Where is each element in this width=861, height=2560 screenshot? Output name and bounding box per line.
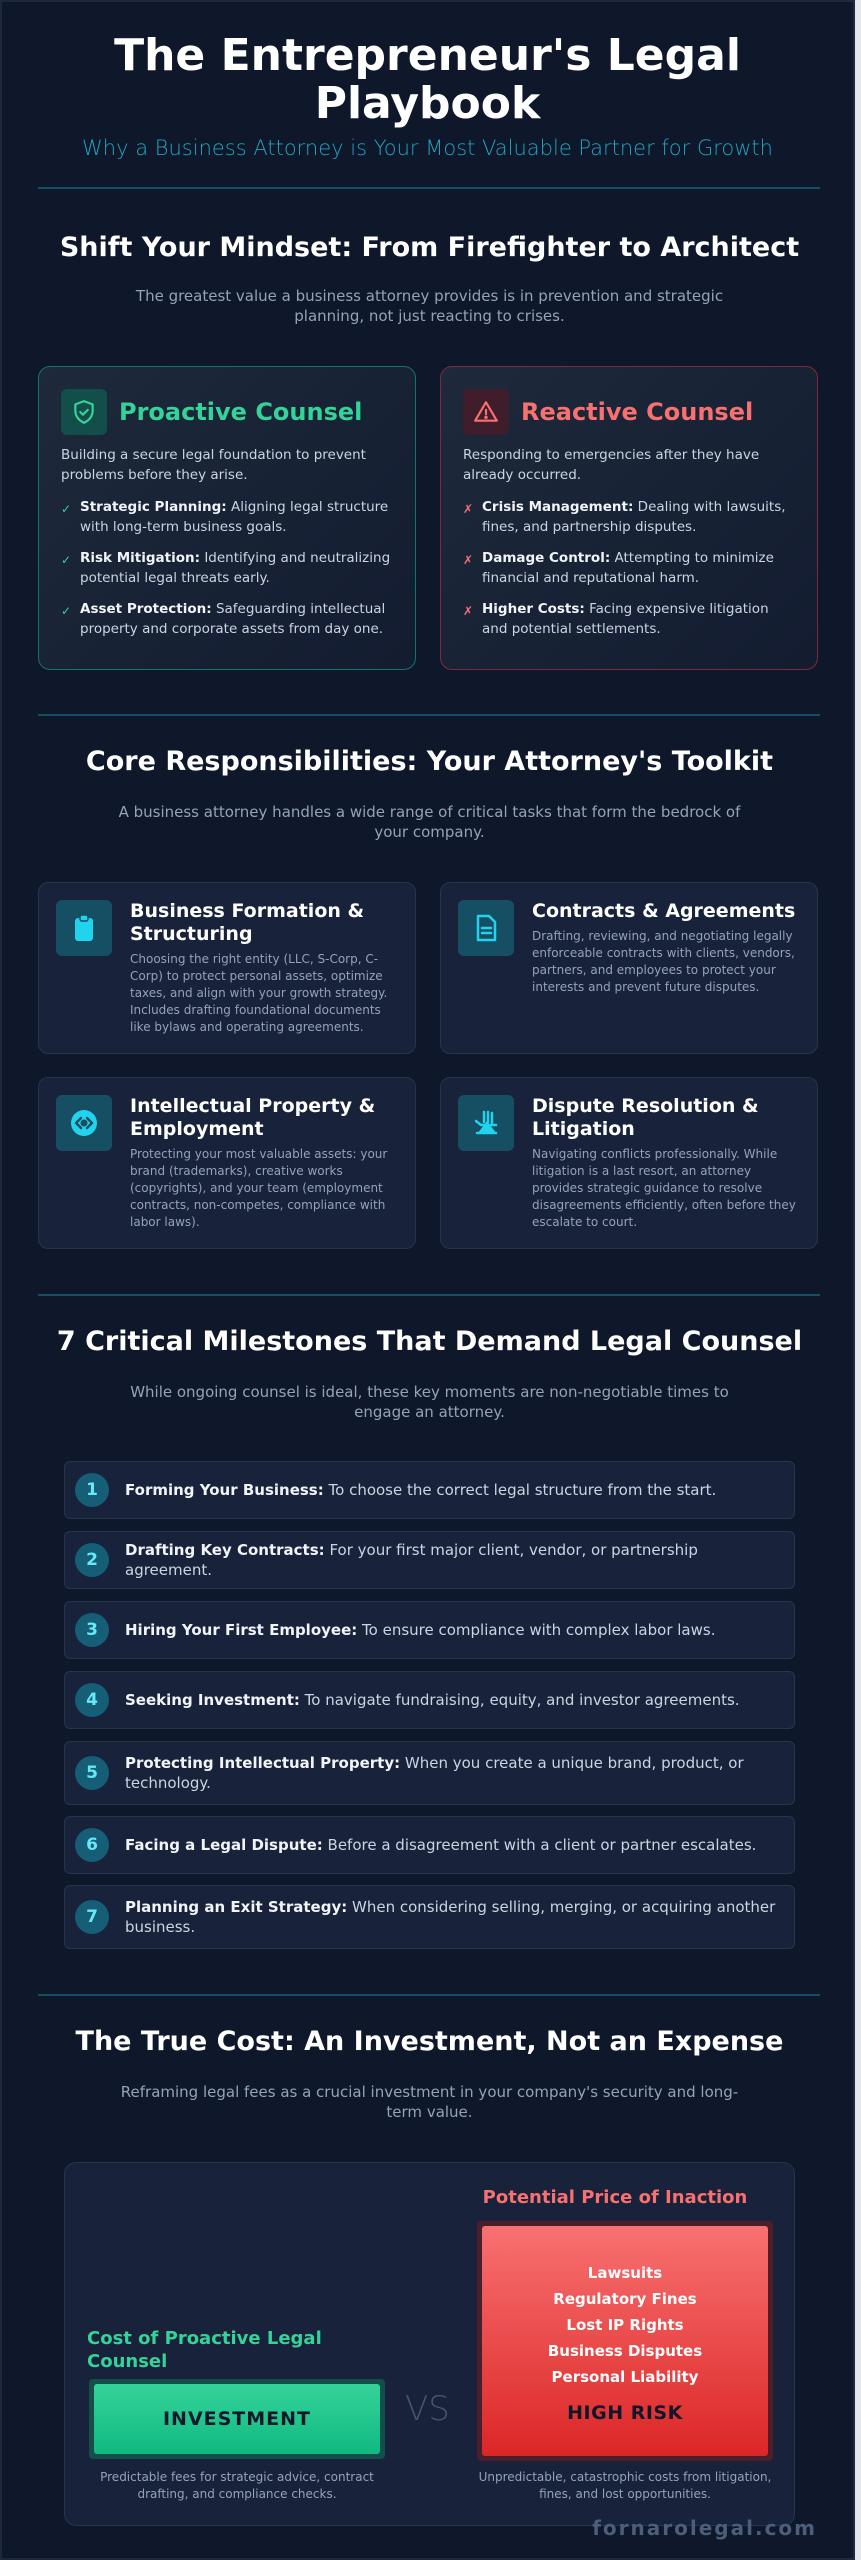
cross-icon: ✗ [463, 502, 474, 516]
inaction-note: Unpredictable, catastrophic costs from l… [478, 2470, 772, 2501]
high-risk-label: HIGH RISK [567, 2402, 683, 2424]
toolkit-card-description: Choosing the right entity (LLC, S-Corp, … [130, 952, 388, 1034]
investment-note: Predictable fees for strategic advice, c… [100, 2470, 374, 2501]
vs-label: VS [405, 2389, 450, 2429]
reactive-list: ✗Crisis Management: Dealing with lawsuit… [463, 497, 795, 639]
milestone-number: 7 [75, 1900, 109, 1934]
toolkit-card-description: Drafting, reviewing, and negotiating leg… [532, 929, 795, 994]
inaction-title: Potential Price of Inaction [482, 2187, 748, 2208]
risk-item: Lost IP Rights [566, 2316, 684, 2334]
toolkit-card-ip: Intellectual Property & Employment Prote… [38, 1077, 416, 1249]
milestones-subtitle: While ongoing counsel is ideal, these ke… [130, 1383, 729, 1421]
milestone-item: 1 Forming Your Business: To choose the c… [64, 1461, 795, 1519]
toolkit-card-description: Navigating conflicts professionally. Whi… [532, 1147, 796, 1229]
investment-label: INVESTMENT [94, 2384, 380, 2454]
milestones-title: 7 Critical Milestones That Demand Legal … [56, 1326, 803, 1357]
toolkit-card-title: Intellectual Property & Employment [130, 1095, 376, 1140]
proactive-list: ✓Strategic Planning: Aligning legal stru… [61, 497, 393, 639]
cross-icon: ✗ [463, 604, 474, 618]
cost-comparison: Cost of Proactive Legal Counsel INVESTME… [64, 2162, 795, 2526]
list-item: ✗Damage Control: Attempting to minimize … [463, 550, 774, 586]
milestone-number: 1 [75, 1473, 109, 1507]
reactive-counsel-card: Reactive Counsel Responding to emergenci… [440, 366, 818, 670]
header: The Entrepreneur's Legal Playbook Why a … [2, 2, 853, 161]
proactive-cost-title: Cost of Proactive Legal Counsel [87, 2328, 322, 2372]
clipboard-icon [56, 900, 112, 956]
mindset-subtitle: The greatest value a business attorney p… [135, 287, 724, 325]
risk-item: Business Disputes [547, 2342, 703, 2360]
milestone-item: 2 Drafting Key Contracts: For your first… [64, 1531, 795, 1589]
milestone-number: 6 [75, 1828, 109, 1862]
section-divider [38, 1994, 820, 1996]
toolkit-card-description: Protecting your most valuable assets: yo… [130, 1147, 388, 1229]
cost-title: The True Cost: An Investment, Not an Exp… [75, 2026, 784, 2057]
document-icon [458, 900, 514, 956]
risk-item: Regulatory Fines [553, 2290, 697, 2308]
milestone-number: 3 [75, 1613, 109, 1647]
toolkit-card-formation: Business Formation & Structuring Choosin… [38, 882, 416, 1054]
section-divider [38, 1294, 820, 1296]
gavel-hand-icon [458, 1095, 514, 1151]
risk-bar: Lawsuits Regulatory Fines Lost IP Rights… [477, 2221, 773, 2461]
proactive-description: Building a secure legal foundation to pr… [61, 447, 366, 483]
proactive-counsel-card: Proactive Counsel Building a secure lega… [38, 366, 416, 670]
cost-subtitle: Reframing legal fees as a crucial invest… [120, 2083, 739, 2121]
reactive-title: Reactive Counsel [521, 398, 754, 426]
list-item: ✓Strategic Planning: Aligning legal stru… [61, 499, 389, 535]
milestone-item: 3 Hiring Your First Employee: To ensure … [64, 1601, 795, 1659]
cross-icon: ✗ [463, 553, 474, 567]
reactive-description: Responding to emergencies after they hav… [463, 447, 760, 483]
investment-bar: INVESTMENT [89, 2379, 385, 2459]
toolkit-card-contracts: Contracts & Agreements Drafting, reviewi… [440, 882, 818, 1054]
check-icon: ✓ [61, 553, 72, 567]
milestone-number: 5 [75, 1756, 109, 1790]
list-item: ✓Risk Mitigation: Identifying and neutra… [61, 550, 391, 586]
warning-triangle-icon [463, 389, 509, 435]
toolkit-card-dispute: Dispute Resolution & Litigation Navigati… [440, 1077, 818, 1249]
page-title: The Entrepreneur's Legal Playbook [114, 30, 741, 129]
shield-check-icon [61, 389, 107, 435]
milestone-item: 4 Seeking Investment: To navigate fundra… [64, 1671, 795, 1729]
milestone-item: 6 Facing a Legal Dispute: Before a disag… [64, 1816, 795, 1874]
section-divider [38, 714, 820, 716]
mindset-title: Shift Your Mindset: From Firefighter to … [59, 232, 800, 263]
risk-item: Personal Liability [551, 2368, 699, 2386]
list-item: ✗Crisis Management: Dealing with lawsuit… [463, 499, 786, 535]
milestone-item: 7 Planning an Exit Strategy: When consid… [64, 1885, 795, 1949]
milestone-number: 4 [75, 1683, 109, 1717]
check-icon: ✓ [61, 604, 72, 618]
milestone-number: 2 [75, 1543, 109, 1577]
milestone-item: 5 Protecting Intellectual Property: When… [64, 1741, 795, 1805]
toolkit-card-title: Business Formation & Structuring [130, 900, 365, 945]
list-item: ✗Higher Costs: Facing expensive litigati… [463, 601, 769, 637]
toolkit-title: Core Responsibilities: Your Attorney's T… [85, 746, 774, 777]
footer-brand: fornarolegal.com [592, 2516, 817, 2540]
section-divider [38, 187, 820, 189]
page-subtitle: Why a Business Attorney is Your Most Val… [82, 136, 773, 160]
check-icon: ✓ [61, 502, 72, 516]
ip-eye-icon [56, 1095, 112, 1151]
risk-item: Lawsuits [587, 2264, 663, 2282]
toolkit-card-title: Contracts & Agreements [532, 900, 796, 922]
toolkit-subtitle: A business attorney handles a wide range… [118, 803, 741, 841]
proactive-title: Proactive Counsel [119, 398, 363, 426]
list-item: ✓Asset Protection: Safeguarding intellec… [61, 601, 386, 637]
toolkit-card-title: Dispute Resolution & Litigation [532, 1095, 759, 1140]
